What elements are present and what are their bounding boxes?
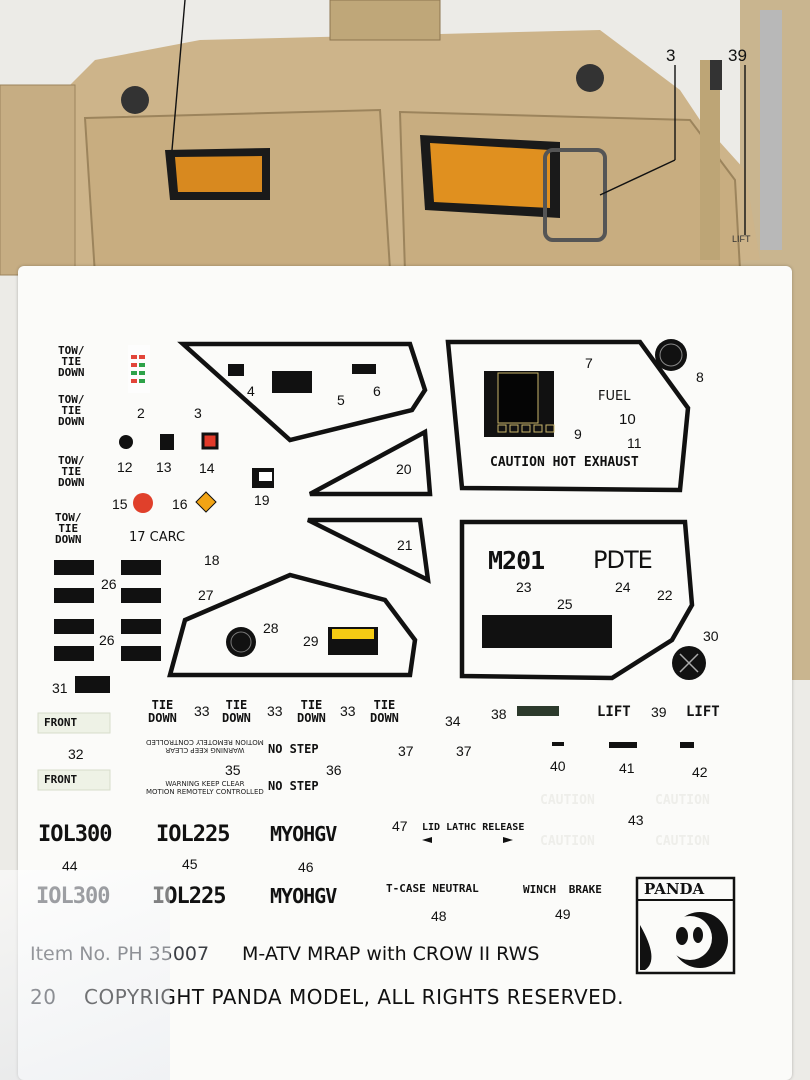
- lift-stencil-drawing: LIFT: [732, 234, 751, 244]
- num-45: 45: [182, 856, 198, 872]
- num-24: 24: [615, 579, 631, 595]
- caution-clear-decal-1: CAUTION: [540, 793, 595, 808]
- num-5: 5: [337, 392, 345, 408]
- num-48: 48: [431, 908, 447, 924]
- num-13: 13: [156, 459, 172, 475]
- num-38: 38: [491, 706, 507, 722]
- tow-tie-down-decal-1: TOW/ TIE DOWN: [58, 344, 85, 379]
- carc-decal: 17 CARC: [129, 530, 186, 545]
- caution-clear-decal-2: CAUTION: [655, 793, 710, 808]
- num-23: 23: [516, 579, 532, 595]
- warning-keep-clear-decal-1: WARNING KEEP CLEAR MOTION REMOTELY CONTR…: [146, 738, 264, 754]
- num-12: 12: [117, 459, 133, 475]
- front-decal-1: FRONT: [44, 716, 78, 729]
- num-30: 30: [703, 628, 719, 644]
- num-6: 6: [373, 383, 381, 399]
- num-15: 15: [112, 496, 128, 512]
- num-49: 49: [555, 906, 571, 922]
- num-33c: 33: [340, 703, 356, 719]
- registration-myohgv-b: MYOHGV: [270, 884, 337, 908]
- num-21: 21: [397, 537, 413, 553]
- no-step-decal-2: NO STEP: [268, 779, 319, 793]
- num-33b: 33: [267, 703, 283, 719]
- num-7: 7: [585, 355, 593, 371]
- num-14: 14: [199, 460, 215, 476]
- num-26a: 26: [101, 576, 117, 592]
- fuel-decal: FUEL: [598, 389, 631, 404]
- num-41: 41: [619, 760, 635, 776]
- num-37a: 37: [398, 743, 414, 759]
- callout-3: 3: [666, 46, 676, 65]
- num-33a: 33: [194, 703, 210, 719]
- copyright-text: COPYRIGHT PANDA MODEL, ALL RIGHTS RESERV…: [84, 985, 625, 1009]
- num-42: 42: [692, 764, 708, 780]
- pdte-decal: PDTE: [593, 546, 653, 574]
- num-4: 4: [247, 383, 255, 399]
- tie-down-decal-2: TIE DOWN: [222, 698, 251, 725]
- num-39: 39: [651, 704, 667, 720]
- tow-tie-down-decal-2: TOW/ TIE DOWN: [58, 393, 85, 428]
- winch-brake-decal: WINCH BRAKE: [523, 883, 602, 896]
- caution-clear-decal-3: CAUTION: [540, 834, 595, 849]
- num-11: 11: [627, 435, 642, 451]
- num-29: 29: [303, 633, 319, 649]
- num-20: 20: [396, 461, 412, 477]
- num-2: 2: [137, 405, 145, 421]
- num-47: 47: [392, 818, 408, 834]
- num-27: 27: [198, 587, 214, 603]
- lift-decal-1: LIFT: [597, 704, 631, 720]
- t-case-neutral-decal: T-CASE NEUTRAL: [386, 882, 479, 895]
- num-34: 34: [445, 713, 461, 729]
- num-37b: 37: [456, 743, 472, 759]
- num-10: 10: [619, 411, 636, 428]
- num-22: 22: [657, 587, 673, 603]
- caution-clear-decal-4: CAUTION: [655, 834, 710, 849]
- no-step-decal-1: NO STEP: [268, 742, 319, 756]
- tow-tie-down-decal-3: TOW/ TIE DOWN: [58, 454, 85, 489]
- num-25: 25: [557, 596, 573, 612]
- lid-latch-release-decal: LID LATHC RELEASE: [422, 822, 525, 833]
- protective-film: [0, 870, 170, 1080]
- tow-tie-down-decal-4: TOW/ TIE DOWN: [55, 511, 82, 546]
- num-18: 18: [204, 552, 220, 568]
- num-3: 3: [194, 405, 202, 421]
- caution-hot-exhaust-decal: CAUTION HOT EXHAUST: [490, 455, 639, 470]
- lift-decal-2: LIFT: [686, 704, 720, 720]
- product-name-text: M-ATV MRAP with CROW II RWS: [242, 943, 540, 965]
- m201-decal: M201: [488, 546, 545, 575]
- num-46: 46: [298, 859, 314, 875]
- num-28: 28: [263, 620, 279, 636]
- front-decal-2: FRONT: [44, 773, 78, 786]
- num-26b: 26: [99, 632, 115, 648]
- registration-iol225: IOL225: [156, 822, 230, 847]
- num-16: 16: [172, 496, 188, 512]
- callout-39: 39: [728, 46, 747, 65]
- num-43: 43: [628, 812, 644, 828]
- warning-keep-clear-decal-2: WARNING KEEP CLEAR MOTION REMOTELY CONTR…: [146, 780, 264, 796]
- tie-down-decal-1: TIE DOWN: [148, 698, 177, 725]
- num-32: 32: [68, 746, 84, 762]
- num-36: 36: [326, 762, 342, 778]
- num-35: 35: [225, 762, 241, 778]
- tie-down-decal-3: TIE DOWN: [297, 698, 326, 725]
- tie-down-decal-4: TIE DOWN: [370, 698, 399, 725]
- panda-logo-text: PANDA: [644, 880, 705, 898]
- registration-myohgv: MYOHGV: [270, 822, 337, 846]
- num-19: 19: [254, 492, 270, 508]
- registration-iol300: IOL300: [38, 822, 112, 847]
- num-40: 40: [550, 758, 566, 774]
- num-8: 8: [696, 369, 704, 385]
- num-31: 31: [52, 680, 68, 696]
- num-9: 9: [574, 426, 582, 442]
